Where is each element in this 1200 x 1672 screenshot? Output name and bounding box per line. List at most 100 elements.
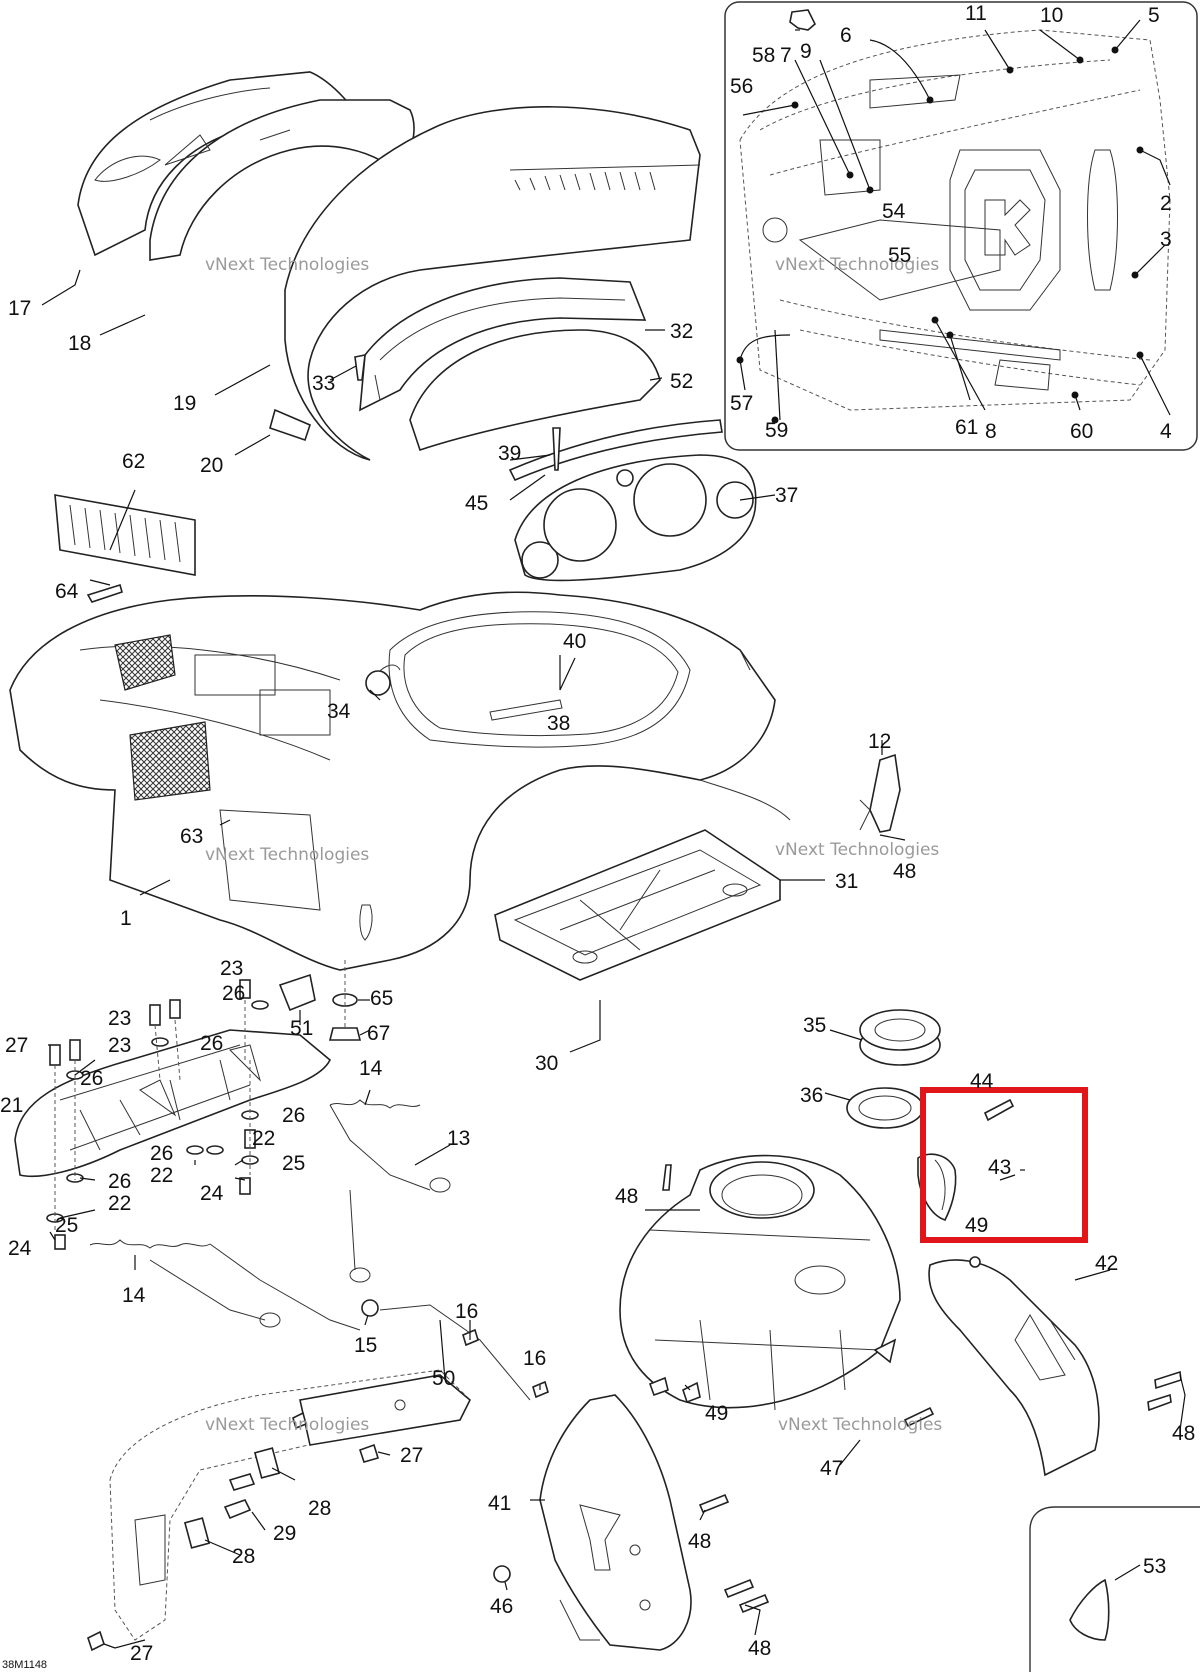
trim-part-20 bbox=[269, 408, 311, 442]
callout-label: 9 bbox=[800, 40, 812, 63]
callout-label: 6 bbox=[840, 24, 852, 47]
callout-label: 10 bbox=[1040, 4, 1063, 27]
screw-part-33 bbox=[354, 353, 366, 381]
housing-part-47 bbox=[619, 1154, 901, 1411]
callout-label: 53 bbox=[1143, 1555, 1166, 1578]
callout-label: 46 bbox=[490, 1595, 513, 1618]
callout-label: 24 bbox=[200, 1182, 224, 1205]
callout-label: 13 bbox=[447, 1127, 470, 1150]
callout-label: 29 bbox=[273, 1522, 296, 1545]
nut-part-67 bbox=[328, 1027, 362, 1041]
callout-label: 57 bbox=[730, 392, 753, 415]
callout-label: 17 bbox=[8, 297, 31, 320]
bracket-part-51 bbox=[278, 973, 316, 1012]
callout-label: 4 bbox=[1160, 420, 1172, 443]
callout-label: 33 bbox=[312, 372, 335, 395]
side-panel-part-42 bbox=[928, 1256, 1100, 1477]
callout-label: 26 bbox=[80, 1067, 103, 1090]
callout-label: 52 bbox=[670, 370, 693, 393]
inset-corner-frame bbox=[1029, 1506, 1200, 1672]
callout-label: 48 bbox=[615, 1185, 638, 1208]
callout-label: 16 bbox=[523, 1347, 546, 1370]
cable-part-50 bbox=[379, 1304, 531, 1401]
callout-label: 26 bbox=[282, 1104, 305, 1127]
callout-label: 26 bbox=[200, 1032, 223, 1055]
rivets-part-48 bbox=[662, 1164, 1182, 1614]
callout-label: 20 bbox=[200, 454, 223, 477]
callout-label: 51 bbox=[290, 1017, 313, 1040]
callout-label: 11 bbox=[965, 2, 987, 25]
callout-label: 14 bbox=[359, 1057, 383, 1080]
callout-label: 64 bbox=[55, 580, 79, 603]
callout-label: 25 bbox=[55, 1214, 78, 1237]
callout-label: 45 bbox=[465, 492, 488, 515]
callout-label: 15 bbox=[354, 1334, 377, 1357]
callout-label: 26 bbox=[222, 982, 245, 1005]
callout-label: 49 bbox=[965, 1214, 988, 1237]
callout-label: 16 bbox=[455, 1300, 478, 1323]
callout-label: 36 bbox=[800, 1084, 823, 1107]
callout-label: 27 bbox=[130, 1642, 153, 1665]
callout-label: 18 bbox=[68, 332, 91, 355]
callout-label: 41 bbox=[488, 1492, 511, 1515]
callout-label: 23 bbox=[108, 1034, 131, 1057]
bracket-part-21 bbox=[14, 1029, 331, 1178]
callout-label: 31 bbox=[835, 870, 858, 893]
callout-label: 28 bbox=[308, 1497, 331, 1520]
callout-label: 65 bbox=[370, 987, 393, 1010]
callout-label: 34 bbox=[327, 700, 351, 723]
callout-label: 55 bbox=[888, 244, 911, 267]
diagram-code: 38M1148 bbox=[2, 1659, 47, 1671]
callout-label: 23 bbox=[220, 957, 243, 980]
callout-label: 38 bbox=[547, 712, 570, 735]
callout-label: 47 bbox=[820, 1457, 843, 1480]
callout-label: 54 bbox=[882, 200, 906, 223]
decal-part-53 bbox=[1069, 1578, 1110, 1641]
inset-frame bbox=[724, 1, 1198, 451]
fasteners-left bbox=[46, 979, 269, 1250]
callout-label: 30 bbox=[535, 1052, 558, 1075]
inset-leader-lines bbox=[739, 19, 1171, 421]
callout-label: 24 bbox=[8, 1237, 32, 1260]
callout-label: 21 bbox=[0, 1094, 23, 1117]
callout-label: 43 bbox=[988, 1156, 1011, 1179]
callout-label: 22 bbox=[150, 1164, 173, 1187]
callout-label: 49 bbox=[705, 1402, 728, 1425]
callout-label: 1 bbox=[120, 907, 132, 930]
watermark-text: vNext Technologies bbox=[205, 255, 369, 275]
callout-label: 26 bbox=[108, 1170, 131, 1193]
callout-label: 35 bbox=[803, 1014, 826, 1037]
callout-label: 19 bbox=[173, 392, 196, 415]
callout-label: 25 bbox=[282, 1152, 305, 1175]
trim-strip-part-45 bbox=[508, 419, 723, 482]
watermarks: vNext Technologies vNext Technologies vN… bbox=[205, 255, 942, 1435]
main-body-part-1 bbox=[9, 591, 791, 971]
rivet-part-44 bbox=[983, 1098, 1015, 1122]
clip-part-9 bbox=[789, 9, 816, 31]
vent-part-62 bbox=[54, 494, 196, 576]
plug-part-46 bbox=[493, 1565, 511, 1583]
inset-body-outline bbox=[739, 29, 1171, 411]
windshield-part-19 bbox=[284, 106, 701, 461]
highlight-box bbox=[920, 1087, 1088, 1243]
callout-label: 59 bbox=[765, 419, 788, 442]
gasket-part-36 bbox=[846, 1087, 924, 1129]
tray-part-31 bbox=[494, 829, 781, 981]
side-panel-part-41 bbox=[539, 1394, 692, 1651]
visor-part-52 bbox=[409, 329, 661, 452]
callout-label: 48 bbox=[748, 1637, 771, 1660]
callout-label: 48 bbox=[1172, 1422, 1195, 1445]
callout-label: 12 bbox=[868, 730, 891, 753]
callout-label: 48 bbox=[688, 1530, 711, 1553]
bracket-part-12 bbox=[869, 753, 901, 833]
callout-label: 63 bbox=[180, 825, 203, 848]
callout-label: 27 bbox=[5, 1034, 28, 1057]
callout-label: 22 bbox=[252, 1127, 275, 1150]
callout-label: 28 bbox=[232, 1545, 255, 1568]
callout-label: 26 bbox=[150, 1142, 173, 1165]
callout-label: 14 bbox=[122, 1284, 146, 1307]
callout-label: 58 bbox=[752, 44, 775, 67]
leader-lines bbox=[41, 269, 1186, 1649]
